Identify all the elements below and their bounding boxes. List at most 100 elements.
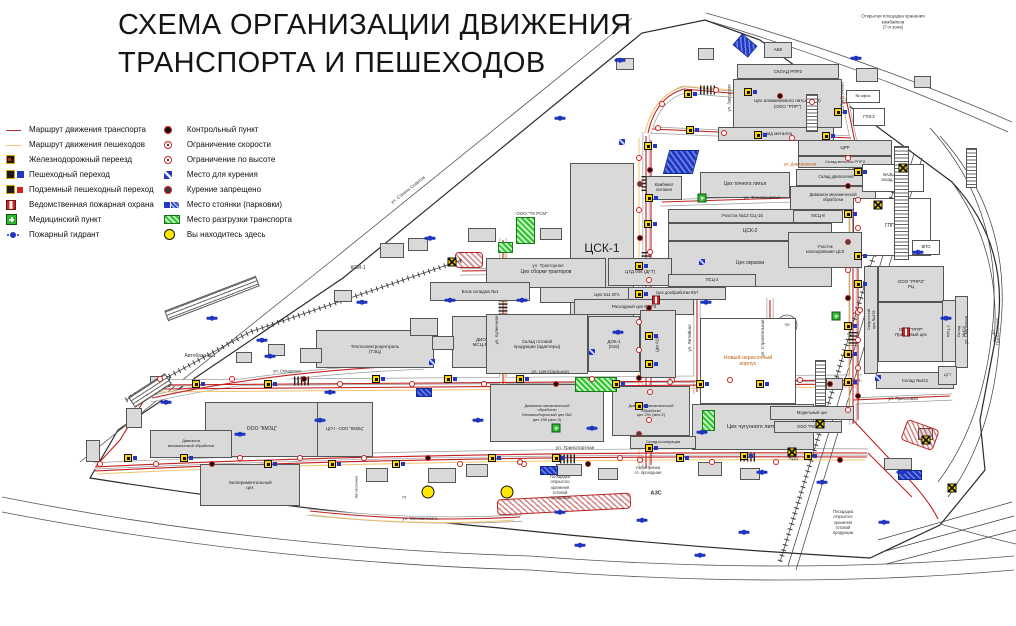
fire-hydrant-symbol — [324, 389, 336, 394]
unloading-area — [498, 242, 513, 253]
fire-hydrant-symbol — [516, 297, 528, 302]
building-block — [300, 348, 322, 363]
fire-hydrant-symbol — [256, 337, 268, 342]
map-label: 79 — [401, 494, 407, 500]
speed-limit-symbol — [773, 459, 779, 465]
restricted-hatch-area — [455, 252, 483, 268]
building: Модельный цех — [770, 406, 854, 420]
building-label: Сварочный цех №478 — [865, 309, 875, 331]
speed-limit-symbol — [659, 101, 665, 107]
building-label: Участок №13 СЦ-15 — [721, 213, 763, 219]
medical-point-symbol — [697, 193, 707, 203]
legend-item-checkpoint: Контрольный пункт — [164, 124, 292, 135]
pedestrian-crossing-symbol — [686, 126, 699, 134]
smoking-area-symbol — [619, 139, 625, 145]
fire-hydrant-symbol — [554, 115, 566, 120]
speed-limit-symbol — [636, 319, 642, 325]
speed-limit-symbol — [646, 417, 652, 423]
platform-strip — [815, 360, 826, 406]
legend-item-speed-limit: Ограничение скорости — [164, 139, 292, 150]
pedestrian-crossing-symbol — [744, 88, 757, 96]
legend-label: Пешеходный переход — [29, 170, 110, 179]
speed-limit-symbol — [647, 389, 653, 395]
pedestrian-crossing-symbol — [392, 460, 405, 468]
smoking-area-symbol — [429, 359, 435, 365]
underpass-icon — [6, 184, 24, 195]
building-label: Цех дообработки ЮЛ — [656, 290, 698, 296]
speed-limit-symbol — [797, 377, 803, 383]
building-label: Новый окрасочный корпус — [723, 354, 773, 367]
pedestrian-crossing-symbol — [804, 452, 817, 460]
pedestrian-crossing-symbol — [756, 380, 769, 388]
building-block — [914, 76, 931, 88]
map-label: Площадка открытого хранения готовой прод… — [832, 508, 854, 535]
map-label: трк — [784, 322, 790, 327]
fire-hydrant-symbol — [472, 417, 484, 422]
map-label: ул. Дивизионная — [783, 161, 817, 167]
building-block — [884, 458, 912, 470]
building-label: Дивизион механической обработки — [809, 192, 857, 202]
fire-hydrant-symbol — [160, 399, 172, 404]
legend-label: Пожарный гидрант — [29, 230, 100, 239]
pedestrian-crossing-symbol — [124, 454, 137, 462]
building-label: Цех окраски — [735, 260, 765, 267]
pedestrian-crossing-symbol — [684, 90, 697, 98]
map-label: ул. Литейная — [687, 324, 693, 352]
map-label: ул. Транспортная — [555, 446, 595, 452]
map-label: ул. Транспортная — [989, 318, 1000, 346]
building-label: АБК — [773, 47, 783, 53]
building-label: Склад готовой продукции (адаптеры) — [513, 338, 561, 349]
building: ПСЦ-2 — [668, 274, 756, 287]
building: ДОК-1 (016) — [588, 316, 640, 372]
building: ГПЗ-2 — [853, 108, 885, 126]
pedestrian-crossing-symbol — [644, 220, 657, 228]
building: Дивизион механической обработки Механосб… — [490, 384, 604, 442]
pedestrian-crossing-symbol — [516, 375, 529, 383]
building-label: Дивизион механической обработки — [167, 438, 215, 448]
building-label: ВПО — [921, 244, 931, 250]
legend-label: Место разгрузки транспорта — [186, 215, 292, 224]
rail-crossing-symbol — [898, 163, 908, 173]
speed-limit-symbol — [727, 377, 733, 383]
building-label: ДОК-1 (016) — [607, 338, 621, 349]
pedestrian-crossing-symbol — [488, 454, 501, 462]
map-label: ул. Центральная — [531, 370, 569, 376]
fire-hydrant-symbol — [206, 315, 218, 320]
fire-hydrant-symbol — [586, 425, 598, 430]
smoking-area-symbol — [699, 259, 705, 265]
map-label: Открытая площадка хранения комбайнов (7-… — [861, 13, 925, 30]
legend-item-fire-guard: Ведомственная пожарная охрана — [6, 199, 154, 210]
fire-hydrant-symbol — [912, 249, 924, 254]
building: Расходный цех РПРЗ — [574, 299, 694, 315]
page-title: СХЕМА ОРГАНИЗАЦИИ ДВИЖЕНИЯ ТРАНСПОРТА И … — [118, 6, 631, 82]
building: № офис — [846, 90, 880, 103]
platform-strip — [966, 148, 977, 188]
speed-limit-symbol — [617, 455, 623, 461]
checkpoint-symbol — [301, 376, 307, 382]
map-label: АЗС — [650, 490, 662, 497]
fire-hydrant-symbol — [850, 55, 862, 60]
legend-label: Вы находитесь здесь — [186, 230, 266, 239]
pedestrian-crossing-symbol — [822, 132, 835, 140]
pedestrian-crossing-symbol — [180, 454, 193, 462]
legend-item-route-transport: Маршрут движения транспорта — [6, 124, 154, 135]
building-label: Склад двигателей — [818, 174, 854, 180]
checkpoint-symbol — [777, 93, 783, 99]
checkpoint-symbol — [845, 295, 851, 301]
legend-item-unloading: Место разгрузки транспорта — [164, 214, 292, 225]
building-label: Участок колегирования ЦСК — [805, 244, 845, 254]
height-limit-symbol — [857, 307, 863, 313]
pedestrian-crossing-symbol — [644, 142, 657, 150]
legend-label: Подземный пешеходный переход — [29, 185, 154, 194]
building-block — [428, 468, 456, 483]
unloading-area — [702, 410, 715, 431]
speed-limit-symbol — [589, 376, 595, 382]
checkpoint-icon — [164, 124, 182, 135]
speed-limit-symbol — [457, 461, 463, 467]
building-label: Экспериментальный цех — [228, 479, 272, 490]
pedestrian-crossing-symbol — [444, 375, 457, 383]
legend-label: Место стоянки (парковки) — [186, 200, 283, 209]
building: ООО "РПРЗ" РЦ — [878, 266, 944, 302]
you-are-here-symbol — [421, 485, 435, 499]
fire-guard-symbol — [652, 295, 660, 305]
